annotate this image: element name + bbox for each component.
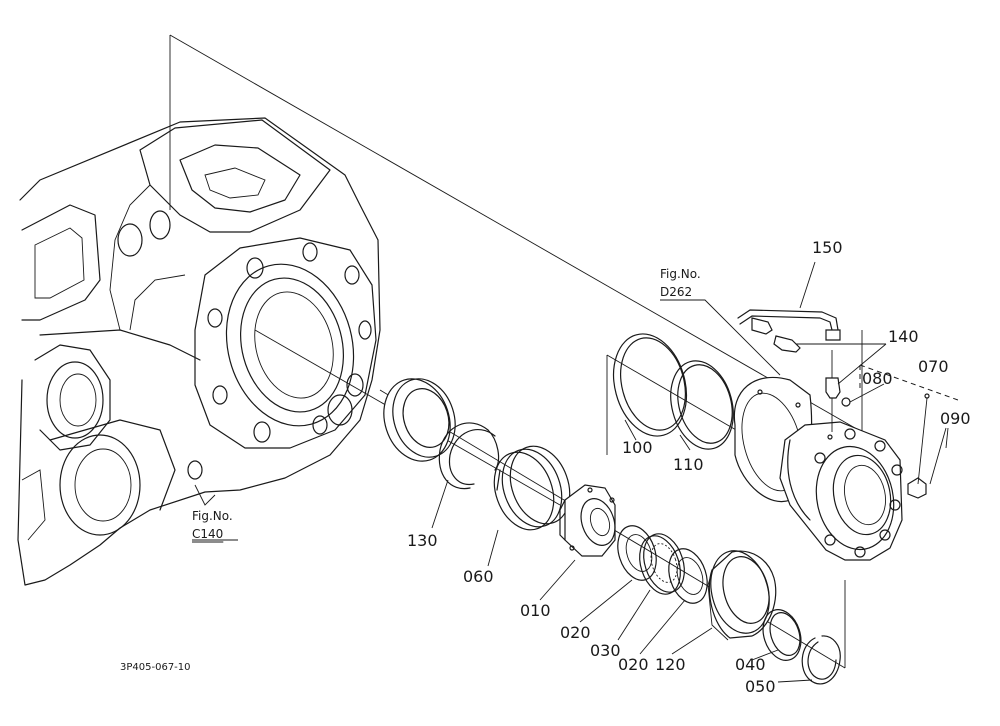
o-ring-040 — [762, 609, 802, 661]
snap-ring-050 — [801, 635, 841, 685]
thrust-bearing-030 — [639, 533, 685, 595]
part-label-020b: 020 — [618, 655, 649, 674]
seal-ring-100 — [613, 333, 687, 437]
part-label-080: 080 — [862, 369, 893, 388]
part-label-060: 060 — [463, 567, 494, 586]
part-label-090: 090 — [940, 409, 971, 428]
oil-seal-130 — [383, 378, 456, 462]
fig-ref-d262-line2: D262 — [660, 285, 692, 299]
part-label-140: 140 — [888, 327, 919, 346]
part-label-020: 020 — [560, 623, 591, 642]
part-label-110: 110 — [673, 455, 704, 474]
part-label-100: 100 — [622, 438, 653, 457]
pipe-150 — [737, 309, 841, 341]
part-label-120: 120 — [655, 655, 686, 674]
fig-ref-d262-line1: Fig.No. — [660, 267, 701, 281]
hub-010 — [559, 484, 616, 557]
part-label-030: 030 — [590, 641, 621, 660]
leader-lines — [192, 261, 949, 683]
piston-120 — [707, 550, 777, 641]
part-label-130: 130 — [407, 531, 438, 550]
thrust-washer-020b — [668, 548, 708, 604]
thrust-washer-020 — [617, 525, 657, 581]
drawing-code: 3P405-067-10 — [120, 662, 191, 673]
part-label-150: 150 — [812, 238, 843, 257]
seal-ring-110 — [670, 360, 734, 450]
transmission-case-housing — [17, 117, 381, 586]
fig-ref-c140-line1: Fig.No. — [192, 509, 233, 523]
cylinder-housing-070 — [779, 421, 903, 561]
fitting-140 — [773, 335, 841, 432]
ball-080 — [841, 397, 851, 407]
part-label-070: 070 — [918, 357, 949, 376]
plug-090 — [907, 393, 930, 499]
wave-spring-060 — [493, 445, 571, 531]
fig-ref-c140-line2: C140 — [192, 527, 223, 541]
part-label-010: 010 — [520, 601, 551, 620]
part-label-040: 040 — [735, 655, 766, 674]
part-label-050: 050 — [745, 677, 776, 696]
